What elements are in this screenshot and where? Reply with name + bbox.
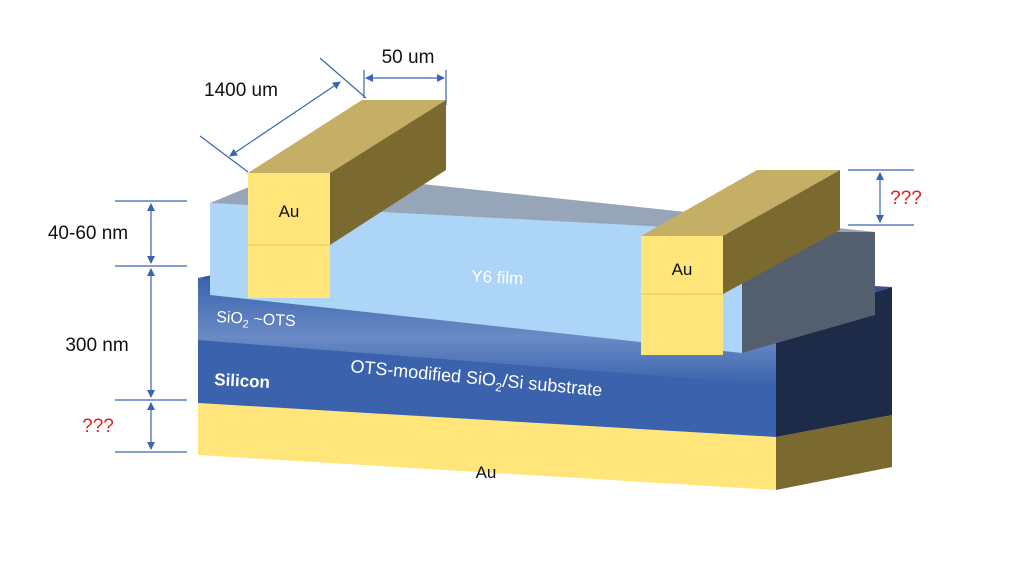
sio2-label: SiO2 ~OTS [216,309,296,333]
width-label: 50 um [382,47,435,68]
dimension-lines [115,57,914,453]
silicon-label: Silicon [214,370,271,392]
bottom-electrode-label: Au [476,463,497,482]
electrode-unknown-label: ??? [890,188,922,209]
substrate-unknown-label: ??? [82,416,114,437]
bottom-gold-layer [198,403,892,490]
right-electrode-label: Au [672,260,693,279]
length-label: 1400 um [204,80,278,101]
oxide-thickness-label: 300 nm [65,335,128,356]
right-gold-electrode [641,170,840,355]
film-thickness-label: 40-60 nm [48,223,128,244]
left-electrode-label: Au [279,202,300,221]
film-label: Y6 film [471,267,524,289]
